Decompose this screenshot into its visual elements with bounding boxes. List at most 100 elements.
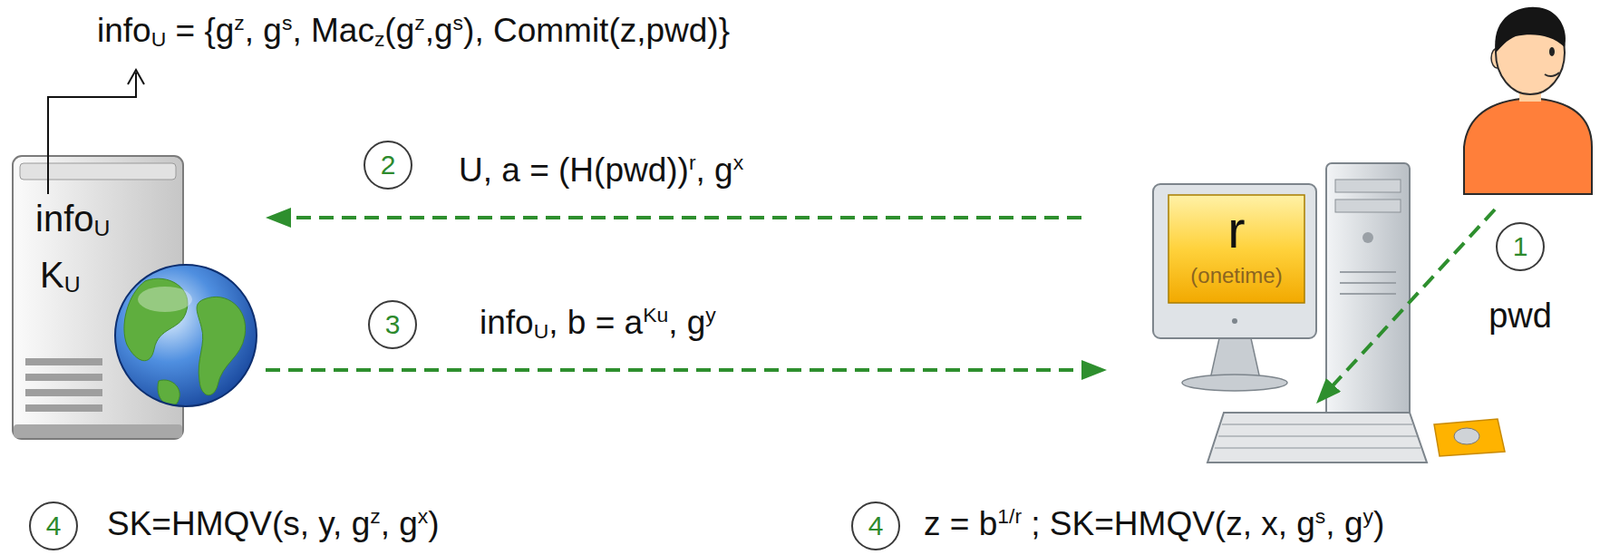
text-run: 3 <box>385 309 401 340</box>
step-circle: 4 <box>851 501 901 551</box>
server-slot <box>25 404 103 412</box>
callout-number: 4 <box>46 512 62 540</box>
monitor-screen <box>1168 194 1305 303</box>
step-circle: 2 <box>363 140 413 190</box>
step-circle: 3 <box>368 300 417 350</box>
text-run: SK=HMQV(s, y, g <box>106 504 370 543</box>
text-run: ; SK=HMQV(z, x, g <box>1021 504 1316 543</box>
monitor-led <box>1231 318 1238 324</box>
script-run: U <box>64 271 81 297</box>
script-run: 1/r <box>997 504 1022 528</box>
text-run: 2 <box>380 149 397 180</box>
server-bezel <box>19 163 176 180</box>
mouse-pad <box>1434 418 1505 456</box>
text-run: , g <box>1325 504 1363 543</box>
leader-arrowhead <box>127 69 145 85</box>
key-row <box>1214 446 1421 449</box>
server-base <box>13 424 183 438</box>
key-row <box>1221 423 1413 426</box>
script-run: z <box>233 10 244 35</box>
drive-bay <box>1335 179 1401 193</box>
text-run: info <box>479 303 534 341</box>
dashed-arrow <box>1328 209 1495 390</box>
text-run: ), Commit(z,pwd)} <box>463 11 730 49</box>
text-run: K <box>39 254 65 295</box>
text-run: ) <box>427 504 439 543</box>
script-run: U <box>533 319 550 343</box>
power-button <box>1362 232 1374 243</box>
script-run: s <box>453 10 464 35</box>
monitor-base <box>1182 374 1288 391</box>
key-row <box>1218 435 1417 437</box>
mouse <box>1454 427 1480 445</box>
text-run: (onetime) <box>1190 262 1282 288</box>
text-run: info <box>96 11 152 49</box>
script-run: r <box>688 150 697 175</box>
text-run: info <box>35 198 95 239</box>
drive-bay <box>1335 199 1401 213</box>
text-run: , g <box>696 151 734 189</box>
text-run: , b = a <box>548 303 643 341</box>
text-run: = {g <box>165 11 234 49</box>
monitor-frame <box>1153 184 1317 339</box>
text-run: pwd <box>1488 296 1552 335</box>
script-run: y <box>1362 504 1373 528</box>
server-slot <box>25 373 103 381</box>
node-text: pwd <box>1483 295 1557 338</box>
script-run: Ku <box>642 302 669 327</box>
message-label: U, a = (H(pwd))r, gx <box>458 150 744 191</box>
text-run: ) <box>1373 504 1385 543</box>
keyboard <box>1207 412 1427 463</box>
server-slot <box>25 388 103 397</box>
script-run: s <box>1315 504 1326 528</box>
formula-text: SK=HMQV(s, y, gz, gx) <box>106 504 440 544</box>
text-run: 1 <box>1512 231 1529 262</box>
script-run: U <box>94 215 111 241</box>
text-run: 4 <box>46 510 62 541</box>
computer-node: r(onetime) <box>1144 163 1507 472</box>
text-run: ,g <box>425 11 454 49</box>
text-run: , g <box>380 504 418 543</box>
vent <box>1339 292 1397 295</box>
script-run: s <box>281 10 292 35</box>
script-run: z <box>374 27 385 51</box>
script-run: z <box>369 504 380 528</box>
text-run: U, a = (H(pwd)) <box>458 151 689 189</box>
dashed-arrow <box>265 368 1089 372</box>
continent <box>196 296 246 395</box>
globe-outline <box>115 264 257 407</box>
dashed-arrow <box>283 215 1082 220</box>
message-label: infoU, b = aKu, gy <box>479 302 717 345</box>
user-body <box>1464 97 1592 194</box>
callout-number: 4 <box>868 512 884 540</box>
callout-number: 3 <box>385 310 401 339</box>
globe-highlight <box>137 286 193 312</box>
script-run: x <box>417 504 428 528</box>
node-text: KU <box>39 252 81 299</box>
user-node: pwd <box>1461 3 1594 194</box>
callout-number: 2 <box>380 151 397 179</box>
formula-text: z = b1/r ; SK=HMQV(z, x, gs, gy) <box>923 504 1385 544</box>
server-node: infoUKU <box>9 153 259 439</box>
user-hair <box>1494 7 1566 53</box>
leader-line <box>48 72 136 194</box>
user-mouth <box>1544 72 1560 77</box>
script-run: x <box>733 150 744 175</box>
globe <box>115 264 257 407</box>
callout-number: 1 <box>1512 232 1529 261</box>
text-run: , g <box>244 11 282 49</box>
user-eye <box>1549 47 1555 57</box>
step-circle: 4 <box>29 501 78 551</box>
text-run: 4 <box>868 510 884 541</box>
node-text: infoU <box>35 196 110 243</box>
text-run: , g <box>668 303 706 341</box>
server-slot <box>25 358 103 366</box>
text-run: z = b <box>923 504 998 543</box>
script-run: z <box>414 10 425 35</box>
node-text: r <box>1168 197 1305 262</box>
text-run: , Mac <box>291 11 374 49</box>
monitor-neck <box>1210 338 1261 379</box>
